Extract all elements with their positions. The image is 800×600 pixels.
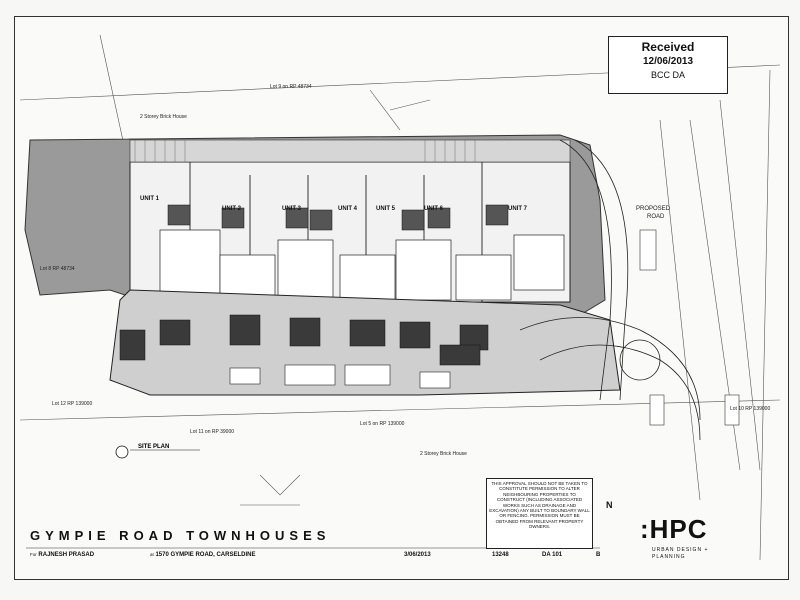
lot-top-label: Lot 9 on RP 48734 bbox=[270, 84, 312, 90]
unit-6-label: UNIT 6 bbox=[424, 206, 444, 212]
hpc-logo: :HPC bbox=[640, 514, 708, 544]
lot-left2-label: Lot 8 RP 48734 bbox=[40, 266, 75, 272]
lot-bottom-left-label: Lot 11 on RP 39000 bbox=[190, 429, 234, 435]
stamp-date: 12/06/2013 bbox=[642, 56, 694, 67]
address: 1570 GYMPIE ROAD, CARSELDINE bbox=[155, 552, 256, 558]
drawing-number: DA 101 bbox=[542, 552, 563, 558]
client-prefix: For bbox=[30, 552, 37, 557]
date-field: 3/06/2013 bbox=[404, 552, 431, 558]
site-plan-marker bbox=[115, 445, 129, 459]
lot-left-label: Lot 12 RP 139000 bbox=[52, 401, 92, 407]
hpc-sub-1: URBAN DESIGN + bbox=[652, 547, 709, 553]
stamp-received: Received bbox=[641, 40, 695, 54]
proposed-road-label-1: PROPOSED bbox=[636, 206, 671, 212]
address-prefix: at bbox=[150, 552, 154, 557]
unit-1-label: UNIT 1 bbox=[140, 196, 160, 202]
bottom-neighbour-label: 2 Storey Brick House bbox=[420, 451, 467, 457]
unit-4-label: UNIT 4 bbox=[338, 206, 358, 212]
project-number: 13248 bbox=[492, 552, 509, 558]
top-neighbour-label: 2 Storey Brick House bbox=[140, 114, 187, 120]
lot-bottom-label: Lot 5 on RP 139000 bbox=[360, 421, 405, 427]
unit-2-label: UNIT 2 bbox=[222, 206, 242, 212]
received-stamp: Received 12/06/2013 BCC DA bbox=[608, 36, 728, 94]
client-name: RAJNESH PRASAD bbox=[38, 552, 95, 558]
proposed-road-label-2: ROAD bbox=[647, 214, 665, 220]
site-plan-label: SITE PLAN bbox=[138, 444, 169, 450]
client-line: For RAJNESH PRASAD bbox=[30, 552, 94, 558]
stamp-bcc-da: BCC DA bbox=[650, 70, 685, 80]
hpc-sub-2: PLANNING bbox=[652, 554, 686, 560]
lot-right-label: Lot 10 RP 139000 bbox=[730, 406, 770, 412]
project-title: GYMPIE ROAD TOWNHOUSES bbox=[30, 528, 331, 543]
unit-7-label: UNIT 7 bbox=[508, 206, 528, 212]
revision: B bbox=[596, 552, 601, 558]
unit-5-label: UNIT 5 bbox=[376, 206, 396, 212]
north-arrow: N bbox=[606, 500, 613, 510]
unit-3-label: UNIT 3 bbox=[282, 206, 302, 212]
approval-note: This approval should not be taken to con… bbox=[486, 478, 593, 549]
hpc-subtitle: URBAN DESIGN + PLANNING bbox=[652, 547, 708, 561]
address-line: at 1570 GYMPIE ROAD, CARSELDINE bbox=[150, 552, 255, 558]
